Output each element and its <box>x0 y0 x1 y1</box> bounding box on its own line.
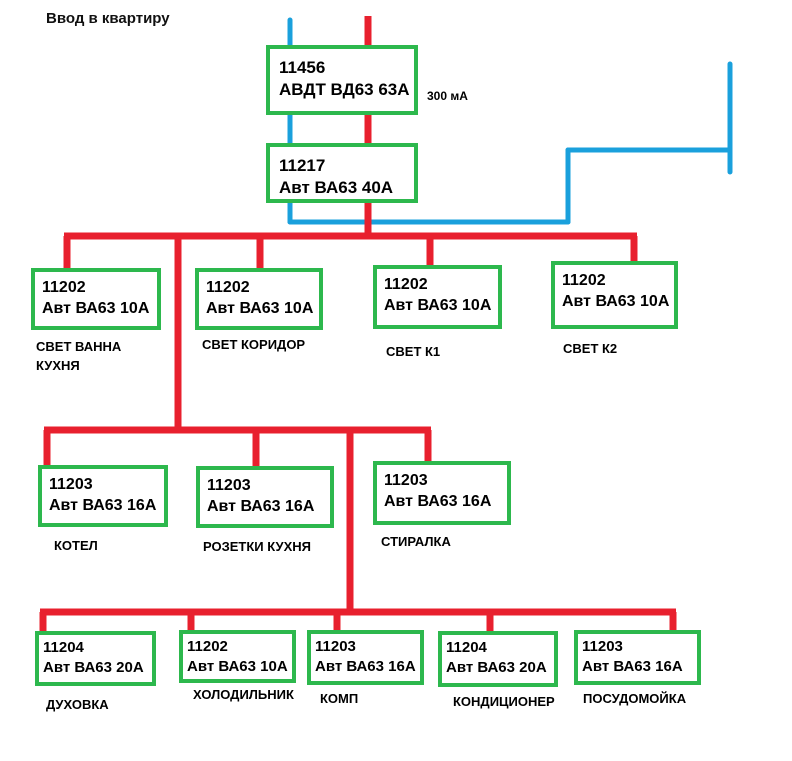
breaker-row1-4: 11202 Авт ВА63 10А <box>551 261 678 329</box>
breaker-row2-1: 11203 Авт ВА63 16А <box>38 465 168 527</box>
phase-conductor <box>39 16 677 633</box>
breaker-row3-3: 11203 Авт ВА63 16А <box>307 630 424 685</box>
breaker-caption: КОТЕЛ <box>54 538 98 553</box>
breaker-caption: КОМП <box>320 691 359 706</box>
breaker-label: Авт ВА63 20А <box>446 658 547 676</box>
breaker-caption: ДУХОВКА <box>46 697 109 712</box>
breaker-label: Авт ВА63 40А <box>279 178 394 198</box>
caption-line: КУХНЯ <box>36 357 80 373</box>
breaker-code: 11204 <box>446 639 487 656</box>
breaker-code: 11202 <box>187 638 228 655</box>
breaker-row1-1: 11202 Авт ВА63 10А <box>31 268 161 330</box>
breaker-row3-5: 11203 Авт ВА63 16А <box>574 630 701 685</box>
breaker-row2-3: 11203 Авт ВА63 16А <box>373 461 511 525</box>
breaker-code: 11202 <box>42 279 86 296</box>
breaker-label: Авт ВА63 10А <box>187 657 288 675</box>
breaker-code: 11203 <box>49 476 93 493</box>
breaker-label: Авт ВА63 16А <box>207 497 315 515</box>
breaker-row3-4: 11204 Авт ВА63 20А <box>438 631 558 687</box>
main-rcd-breaker: 11456 АВДТ ВД63 63А <box>266 45 418 115</box>
breaker-label: Авт ВА63 10А <box>562 292 670 310</box>
breaker-code: 11202 <box>562 272 606 289</box>
breaker-code: 11202 <box>206 279 250 296</box>
breaker-caption: ПОСУДОМОЙКА <box>583 691 687 706</box>
breaker-caption: СВЕТ К2 <box>563 341 618 356</box>
breaker-label: Авт ВА63 16А <box>582 657 683 675</box>
breaker-code: 11204 <box>43 639 84 656</box>
breaker-caption: ХОЛОДИЛЬНИК <box>193 687 294 702</box>
breaker-code: 11217 <box>279 156 326 175</box>
breaker-label: Авт ВА63 20А <box>43 658 144 676</box>
breaker-label: Авт ВА63 16А <box>384 492 492 510</box>
breaker-row3-1: 11204 Авт ВА63 20А <box>35 631 156 686</box>
breaker-code: 11203 <box>582 638 623 655</box>
breaker-caption: РОЗЕТКИ КУХНЯ <box>203 539 312 554</box>
breaker-label: Авт ВА63 10А <box>42 299 150 317</box>
leakage-current-note: 300 мА <box>427 89 468 103</box>
breaker-row3-2: 11202 Авт ВА63 10А <box>179 630 296 683</box>
breaker-caption: СВЕТ ВАННА КУХНЯ <box>36 338 121 376</box>
breaker-label: Авт ВА63 10А <box>384 296 492 314</box>
diagram-title: Ввод в квартиру <box>46 10 170 27</box>
breaker-caption: СТИРАЛКА <box>381 534 451 549</box>
breaker-code: 11203 <box>207 477 251 494</box>
breaker-label: АВДТ ВД63 63А <box>279 80 410 100</box>
input-breaker: 11217 Авт ВА63 40А <box>266 143 418 203</box>
breaker-caption: КОНДИЦИОНЕР <box>453 694 555 709</box>
breaker-row1-2: 11202 Авт ВА63 10А <box>195 268 323 330</box>
breaker-code: 11203 <box>315 638 356 655</box>
caption-line: СВЕТ ВАННА <box>36 339 122 354</box>
breaker-row2-2: 11203 Авт ВА63 16А <box>196 466 334 528</box>
breaker-code: 11202 <box>384 276 428 293</box>
breaker-code: 11456 <box>279 58 326 77</box>
breaker-label: Авт ВА63 10А <box>206 299 314 317</box>
breaker-row1-3: 11202 Авт ВА63 10А <box>373 265 502 329</box>
breaker-code: 11203 <box>384 472 428 489</box>
breaker-caption: СВЕТ КОРИДОР <box>202 337 306 352</box>
breaker-label: Авт ВА63 16А <box>315 657 416 675</box>
breaker-caption: СВЕТ К1 <box>386 344 441 359</box>
breaker-label: Авт ВА63 16А <box>49 496 157 514</box>
